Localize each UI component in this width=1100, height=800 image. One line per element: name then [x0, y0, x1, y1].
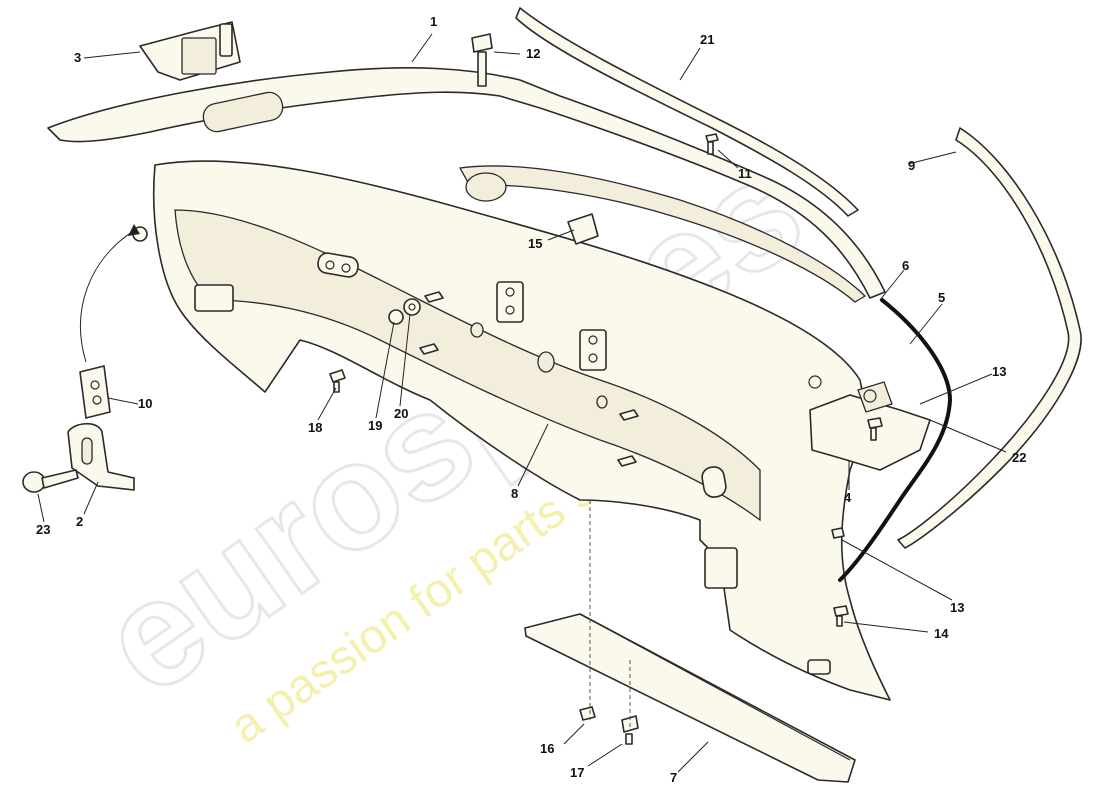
- part-4-inner-plate: [857, 381, 893, 413]
- part-2-bracket: [67, 422, 135, 491]
- callout-6: 6: [902, 258, 909, 273]
- callouts: 1 2 3 4 5 6 7 8 9 10 11 12 13 13 14 15 1…: [36, 14, 1026, 785]
- callout-7: 7: [670, 770, 677, 785]
- callout-4: 4: [844, 490, 852, 505]
- part-23-screw: [22, 469, 79, 493]
- callout-8: 8: [511, 486, 518, 501]
- part-15-bracket: [567, 213, 599, 245]
- callout-15: 15: [528, 236, 542, 251]
- small-fasteners: [132, 133, 883, 745]
- part-8-lamp-recess: [465, 172, 507, 202]
- leader-lines: [37, 33, 1007, 773]
- callout-13-top: 13: [992, 364, 1006, 379]
- part-21-upper-trim: [515, 7, 859, 217]
- callout-12: 12: [526, 46, 540, 61]
- part-9-side-trim: [897, 127, 1082, 549]
- callout-11: 11: [738, 166, 752, 181]
- callout-10: 10: [138, 396, 152, 411]
- callout-1: 1: [430, 14, 437, 29]
- body-fixings: [194, 252, 831, 675]
- callout-17: 17: [570, 765, 584, 780]
- callout-9: 9: [908, 158, 915, 173]
- callout-14: 14: [934, 626, 949, 641]
- callout-18: 18: [308, 420, 322, 435]
- callout-23: 23: [36, 522, 50, 537]
- callout-3: 3: [74, 50, 81, 65]
- callout-19: 19: [368, 418, 382, 433]
- part-22-seal: [838, 298, 953, 582]
- part-12-bolt: [471, 33, 493, 87]
- part-1-bumper-top-skin: [47, 67, 886, 299]
- callout-13-bottom: 13: [950, 600, 964, 615]
- part-1-slot: [202, 91, 284, 133]
- arrow-10-to-body: [80, 231, 133, 363]
- callout-2: 2: [76, 514, 83, 529]
- arrow-head: [128, 224, 140, 236]
- part-10-clip: [79, 365, 111, 419]
- callout-22: 22: [1012, 450, 1026, 465]
- callout-5: 5: [938, 290, 945, 305]
- callout-21: 21: [700, 32, 714, 47]
- callout-20: 20: [394, 406, 408, 421]
- callout-16: 16: [540, 741, 554, 756]
